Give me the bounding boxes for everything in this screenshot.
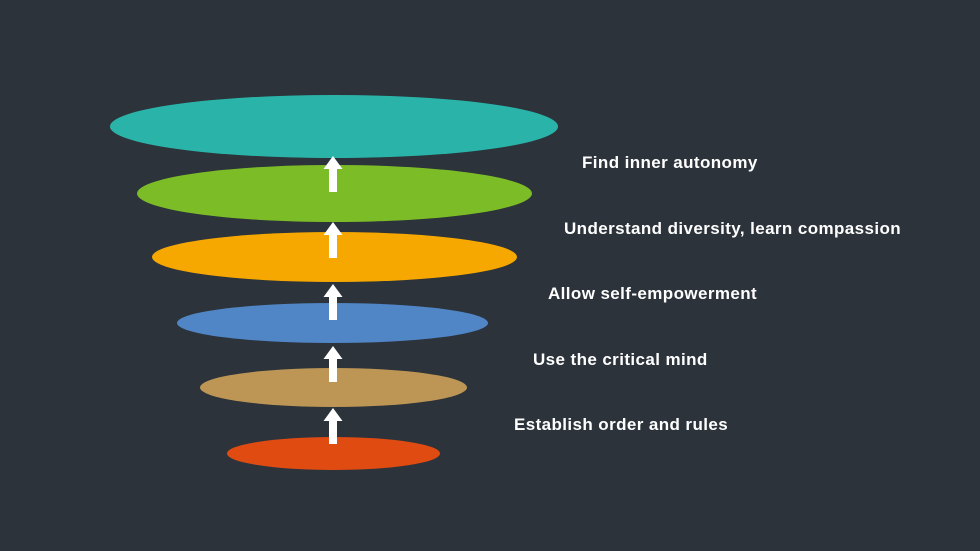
step-label: Establish order and rules	[514, 415, 729, 434]
up-arrow-icon	[323, 156, 343, 192]
up-arrow-icon	[323, 284, 343, 320]
step-label: Allow self-empowerment	[548, 284, 758, 303]
step-label: Use the critical mind	[533, 350, 708, 369]
step-label: Understand diversity, learn compassion	[564, 219, 902, 238]
up-arrow-icon	[323, 408, 343, 444]
up-arrow-icon	[323, 346, 343, 382]
ellipse-level-6-top	[110, 95, 558, 158]
up-arrow-icon	[323, 222, 343, 258]
step-label: Find inner autonomy	[582, 153, 758, 172]
